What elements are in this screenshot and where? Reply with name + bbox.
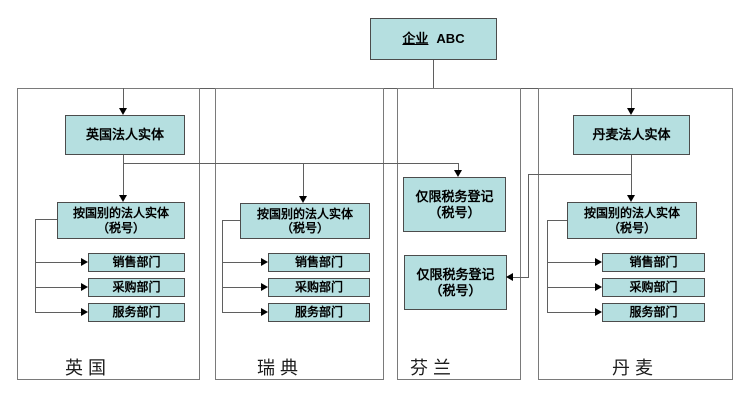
uk-dept-purchasing-label: 采购部门	[112, 280, 161, 295]
connector-to-uk-entity	[123, 88, 124, 109]
arrowhead-right-icon	[595, 258, 602, 266]
uk-dept-service-box: 服务部门	[88, 303, 185, 322]
connector-uk-entity-to-tax	[123, 155, 124, 196]
finland-column-container	[397, 88, 521, 380]
sweden-column-container	[215, 88, 384, 380]
connector-uk-bracket	[35, 262, 81, 263]
root-entity-box: 企业 ABC	[370, 18, 497, 60]
denmark-dept-service-box: 服务部门	[602, 303, 705, 322]
uk-country-label: 英国	[65, 358, 111, 378]
denmark-column-container	[538, 88, 733, 380]
arrowhead-right-icon	[81, 308, 88, 316]
connector-denmark-entity-to-tax	[631, 155, 632, 196]
arrowhead-right-icon	[261, 258, 268, 266]
finland-tax-registration-box-2: 仅限税务登记 （税号）	[404, 255, 507, 310]
root-entity-suffix: ABC	[436, 31, 465, 47]
denmark-dept-sales-box: 销售部门	[602, 253, 705, 272]
finland-tax-registration-box-1: 仅限税务登记 （税号）	[403, 177, 506, 232]
connector-to-denmark-entity	[631, 88, 632, 109]
sweden-dept-service-box: 服务部门	[268, 303, 370, 322]
uk-entity-box: 英国法人实体	[65, 115, 185, 155]
arrowhead-down-icon	[627, 195, 635, 202]
connector-uk-bracket	[35, 312, 81, 313]
uk-entity-label: 英国法人实体	[85, 127, 164, 143]
sweden-tax-entity-line2: （税号）	[280, 221, 329, 235]
sweden-dept-purchasing-label: 采购部门	[294, 280, 343, 295]
denmark-tax-entity-box: 按国别的法人实体 （税号）	[567, 202, 697, 239]
root-entity-label: 企业 ABC	[402, 31, 464, 46]
arrowhead-right-icon	[595, 283, 602, 291]
denmark-country-label: 丹麦	[612, 358, 658, 378]
connector-denmark-bracket	[547, 220, 548, 312]
connector-sweden-bracket	[222, 262, 261, 263]
connector-root-stem	[433, 60, 434, 88]
connector-sweden-bracket	[222, 312, 261, 313]
connector-to-sweden-tax	[303, 163, 304, 197]
arrowhead-down-icon	[627, 108, 635, 115]
uk-dept-sales-label: 销售部门	[112, 255, 161, 270]
connector-top-rail	[521, 88, 538, 89]
uk-tax-entity-line2: （税号）	[96, 220, 145, 235]
uk-tax-entity-box: 按国别的法人实体 （税号）	[57, 202, 185, 239]
connector-denmark-bracket	[547, 312, 595, 313]
arrowhead-down-icon	[454, 170, 462, 177]
finland-tax2-line1: 仅限税务登记	[416, 267, 495, 283]
connector-uk-bracket	[35, 219, 57, 220]
connector-sweden-bracket	[222, 220, 223, 312]
arrowhead-down-icon	[119, 108, 127, 115]
connector-denmark-bracket	[547, 262, 595, 263]
sweden-dept-service-label: 服务部门	[294, 305, 343, 320]
sweden-tax-entity-box: 按国别的法人实体 （税号）	[240, 203, 370, 239]
connector-sweden-bracket	[222, 220, 240, 221]
connector-denmark-bracket	[547, 287, 595, 288]
denmark-dept-sales-label: 销售部门	[629, 255, 678, 270]
connector-uk-bracket	[35, 287, 81, 288]
connector-denmark-to-finland	[528, 174, 631, 175]
sweden-dept-purchasing-box: 采购部门	[268, 278, 370, 297]
arrowhead-right-icon	[261, 308, 268, 316]
connector-top-rail	[384, 88, 397, 89]
connector-denmark-bracket	[547, 220, 567, 221]
denmark-tax-entity-line1: 按国别的法人实体	[583, 206, 680, 221]
denmark-dept-purchasing-label: 采购部门	[629, 280, 678, 295]
finland-tax1-line1: 仅限税务登记	[415, 189, 494, 205]
sweden-country-label: 瑞典	[257, 358, 303, 378]
connector-sweden-bracket	[222, 287, 261, 288]
sweden-dept-sales-box: 销售部门	[268, 253, 370, 272]
arrowhead-right-icon	[261, 283, 268, 291]
connector-denmark-to-finland	[512, 277, 528, 278]
uk-tax-entity-line1: 按国别的法人实体	[72, 206, 169, 221]
arrowhead-right-icon	[81, 258, 88, 266]
uk-dept-service-label: 服务部门	[112, 305, 161, 320]
finland-tax2-line2: （税号）	[429, 282, 482, 298]
denmark-dept-service-label: 服务部门	[629, 305, 678, 320]
denmark-tax-entity-line2: （税号）	[607, 220, 656, 235]
arrowhead-right-icon	[595, 308, 602, 316]
denmark-dept-purchasing-box: 采购部门	[602, 278, 705, 297]
connector-denmark-to-finland	[528, 174, 529, 278]
connector-uk-branch-rail	[123, 163, 458, 164]
sweden-tax-entity-line1: 按国别的法人实体	[256, 206, 353, 221]
sweden-dept-sales-label: 销售部门	[294, 255, 343, 270]
uk-dept-purchasing-box: 采购部门	[88, 278, 185, 297]
uk-dept-sales-box: 销售部门	[88, 253, 185, 272]
root-entity-name: 企业	[402, 31, 429, 47]
denmark-entity-box: 丹麦法人实体	[573, 115, 690, 155]
connector-uk-bracket	[35, 219, 36, 312]
arrowhead-left-icon	[506, 273, 513, 281]
uk-column-container	[17, 88, 200, 380]
finland-tax1-line2: （税号）	[428, 204, 481, 220]
arrowhead-right-icon	[81, 283, 88, 291]
connector-to-finland-tax1	[458, 163, 459, 171]
denmark-entity-label: 丹麦法人实体	[592, 127, 671, 143]
arrowhead-down-icon	[299, 196, 307, 203]
connector-top-rail	[200, 88, 215, 89]
arrowhead-down-icon	[119, 195, 127, 202]
finland-country-label: 芬兰	[410, 358, 456, 378]
